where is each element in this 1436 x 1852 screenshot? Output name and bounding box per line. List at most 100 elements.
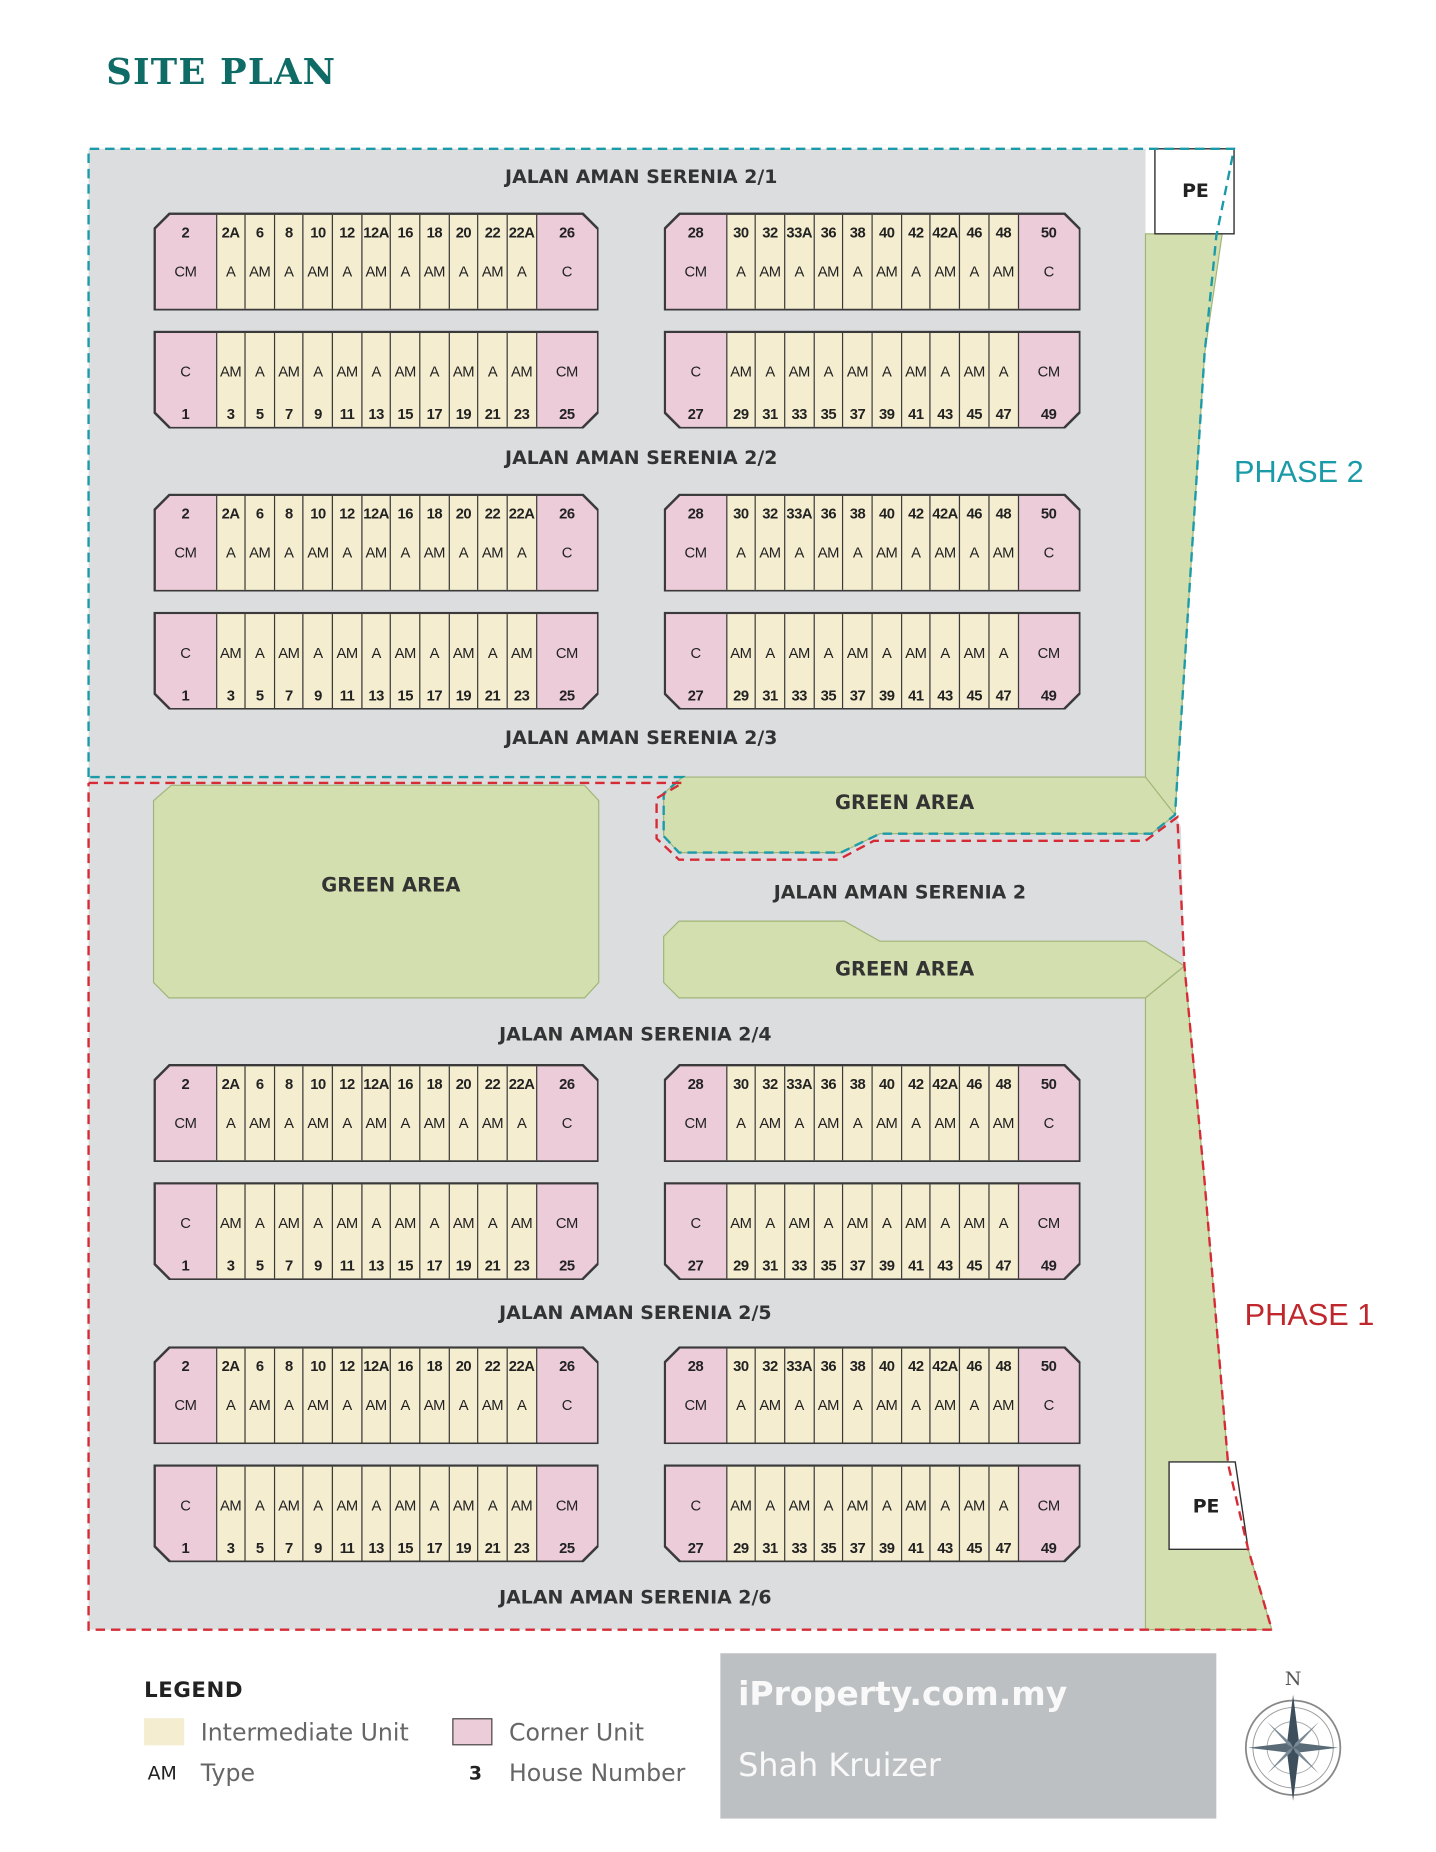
unit-type: AM bbox=[934, 1396, 956, 1413]
house-number: 29 bbox=[733, 405, 749, 423]
unit-type: AM bbox=[934, 1114, 956, 1131]
house-number: 43 bbox=[937, 1539, 953, 1556]
unit-type: AM bbox=[278, 644, 300, 661]
unit-type: A bbox=[342, 262, 352, 280]
house-number: 19 bbox=[455, 1539, 472, 1556]
unit-type: AM bbox=[423, 543, 445, 561]
house-number: 42 bbox=[908, 223, 924, 241]
unit-type: AM bbox=[905, 1214, 927, 1232]
unit-type: AM bbox=[365, 262, 387, 280]
unit-type: AM bbox=[394, 1496, 416, 1514]
phase-1-label: PHASE 1 bbox=[1244, 1296, 1375, 1333]
house-number: 29 bbox=[733, 686, 749, 704]
unit-type: A bbox=[940, 363, 950, 380]
unit-type: A bbox=[940, 644, 950, 661]
house-number: 21 bbox=[484, 686, 501, 704]
house-number: 16 bbox=[397, 223, 413, 241]
unit-type: CM bbox=[174, 262, 197, 280]
unit-type: AM bbox=[788, 363, 810, 380]
house-number: 50 bbox=[1040, 223, 1057, 241]
house-number: 43 bbox=[937, 686, 953, 704]
unit-type: C bbox=[180, 1496, 191, 1514]
unit-type: AM bbox=[511, 1214, 533, 1232]
unit-type: CM bbox=[174, 543, 197, 561]
unit-type: A bbox=[371, 1214, 381, 1232]
house-number: 2 bbox=[181, 1075, 190, 1092]
house-number: 22 bbox=[484, 504, 501, 522]
unit-type: AM bbox=[905, 1496, 927, 1514]
unit-type: A bbox=[969, 1114, 979, 1131]
house-number: 45 bbox=[966, 1539, 982, 1556]
unit-type: CM bbox=[684, 1396, 707, 1413]
unit-type: AM bbox=[481, 1396, 504, 1413]
unit-type: AM bbox=[817, 543, 839, 561]
unit-type: AM bbox=[511, 1496, 533, 1514]
house-number: 1 bbox=[181, 686, 190, 704]
house-number: 49 bbox=[1040, 686, 1057, 704]
unit-type: AM bbox=[481, 1114, 504, 1131]
unit-type: A bbox=[225, 1396, 236, 1413]
unit-type: CM bbox=[555, 363, 578, 380]
unit-type: C bbox=[180, 644, 191, 661]
intermediate-unit-swatch bbox=[144, 1718, 185, 1746]
house-number: 31 bbox=[762, 1539, 778, 1556]
unit-type: AM bbox=[992, 1114, 1014, 1131]
house-number: 22A bbox=[508, 504, 535, 522]
unit-type: A bbox=[736, 543, 746, 561]
unit-type: AM bbox=[817, 1114, 839, 1131]
unit-type: A bbox=[429, 644, 440, 661]
unit-type: C bbox=[1043, 543, 1054, 561]
unit-type: AM bbox=[846, 1214, 869, 1232]
house-number: 3 bbox=[226, 686, 235, 704]
unit-type: A bbox=[429, 363, 440, 380]
house-number: 35 bbox=[820, 1539, 837, 1556]
unit-type: C bbox=[180, 363, 191, 380]
house-number: 47 bbox=[995, 1539, 1012, 1556]
unit-type: AM bbox=[905, 363, 927, 380]
unit-type: AM bbox=[365, 543, 387, 561]
house-number: 15 bbox=[397, 686, 413, 704]
unit-type: AM bbox=[876, 1114, 898, 1131]
unit-type: A bbox=[736, 1114, 746, 1131]
house-number: 25 bbox=[559, 686, 575, 704]
house-number: 25 bbox=[559, 1539, 575, 1556]
unit-type: AM bbox=[394, 363, 416, 380]
unit-type: A bbox=[516, 1114, 527, 1131]
house-number: 3 bbox=[226, 1539, 235, 1556]
unit-type: A bbox=[823, 644, 834, 661]
house-number: 38 bbox=[849, 1357, 866, 1374]
legend-intermediate-label: Intermediate Unit bbox=[200, 1718, 409, 1747]
